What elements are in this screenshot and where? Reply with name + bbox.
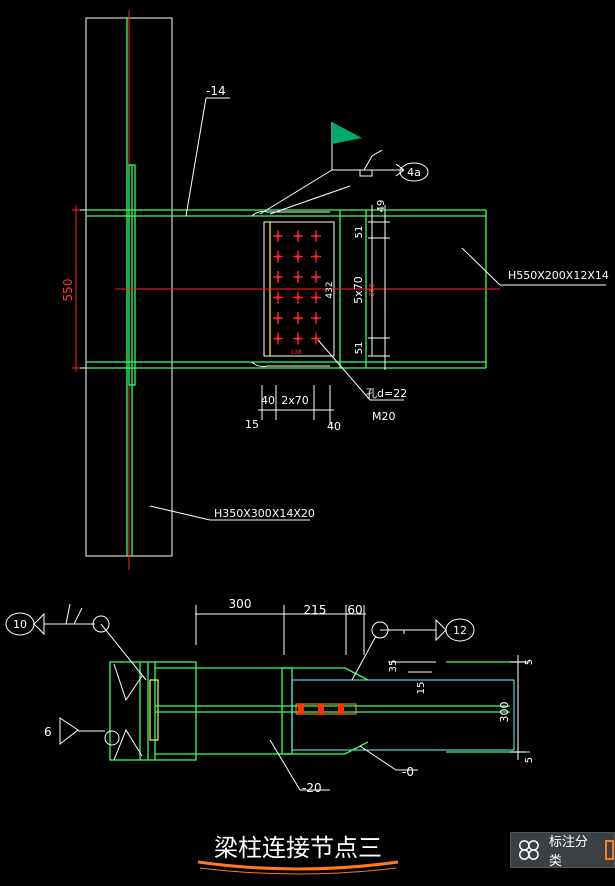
- leader-20: [269, 739, 301, 791]
- cope-bottom: [251, 361, 330, 367]
- weld-tail-side: [59, 717, 79, 746]
- weld-mark: [65, 603, 71, 625]
- inner-red-text: 350: [368, 283, 376, 296]
- weld-symbol: [363, 149, 383, 171]
- dim-432: 432: [325, 281, 335, 298]
- plan-stiffener: [281, 667, 293, 755]
- accent-swatch: [604, 840, 614, 860]
- plan-bolt: [298, 704, 304, 714]
- bolt-mark: [311, 230, 321, 242]
- weld-all-around-right: [371, 621, 389, 639]
- dim-15: 15: [245, 418, 259, 431]
- weld-flag-icon: [332, 122, 362, 144]
- dim-51-bottom: 51: [354, 342, 365, 355]
- plan-view: 300 215 60 35 15 5 300 5 10 12 6: [5, 597, 535, 795]
- bolt-mark: [311, 250, 321, 263]
- plan-web-weld: [149, 679, 159, 741]
- column-stiffener: [128, 164, 136, 386]
- plan-dim-15: 15: [416, 682, 427, 695]
- bolt-mark: [273, 312, 283, 324]
- weld-all-around-side: [104, 730, 120, 746]
- bolt-mark: [293, 230, 303, 242]
- plan-dim-300-vertical: 300: [498, 702, 511, 723]
- weld-side-6: 6: [44, 725, 52, 739]
- plate-small-text: 138: [290, 349, 302, 356]
- bolt-mark: [273, 291, 283, 304]
- beam-label: H550X200X12X14: [508, 269, 609, 282]
- dim-5x70: 5x70: [352, 276, 365, 304]
- title-underline-thin: [199, 867, 397, 875]
- weld-tail-left: [33, 612, 45, 636]
- weld-callout-4a: 4a: [407, 166, 421, 179]
- bolt-mark: [293, 312, 303, 324]
- column-label: H350X300X14X20: [214, 507, 315, 520]
- bolt-mark: [311, 271, 321, 283]
- cope-top: [251, 211, 330, 217]
- dim-2x70: 2x70: [281, 394, 309, 407]
- bolt-mark: [311, 332, 321, 345]
- grid-icon: [519, 840, 539, 860]
- weld-triangle: [113, 663, 143, 702]
- weld-leader-2: [269, 185, 351, 215]
- bolt-mark: [293, 271, 303, 283]
- plan-dim-215: 215: [304, 603, 327, 617]
- weld-leader-right: [351, 635, 377, 681]
- weld-tail-right: [435, 618, 447, 642]
- plan-dim-60: 60: [347, 603, 362, 617]
- annotation-category-label: 标注分类: [548, 835, 588, 869]
- hole-note: 孔d=22: [366, 387, 407, 400]
- plan-bolt: [318, 704, 324, 714]
- bolt-mark: [293, 250, 303, 263]
- dim-40-right: 40: [327, 420, 341, 433]
- dim-40-left: 40: [261, 394, 275, 407]
- plan-bolt-row: [295, 703, 357, 715]
- plan-dim-5-top: 5: [524, 659, 535, 665]
- plan-dim-35: 35: [388, 660, 399, 673]
- leader-beam: [461, 247, 501, 286]
- bolt-mark: [273, 250, 283, 263]
- bolt-mark: [293, 291, 303, 304]
- bolt-note: M20: [372, 410, 396, 423]
- weld-callout-12: 12: [453, 624, 467, 637]
- weld-leader-left: [100, 623, 147, 681]
- plan-dim-300: 300: [229, 597, 252, 611]
- plan-bolt: [338, 704, 344, 714]
- plan-dim-5-bottom: 5: [524, 757, 535, 763]
- weld-leader: [259, 169, 333, 215]
- dim-51-top: 51: [354, 226, 365, 239]
- weld-callout-10: 10: [13, 618, 27, 631]
- leader-column: [149, 505, 211, 521]
- elevation-view: 550 49 51 5x70 51 432 350 138 40 2x70 15…: [61, 10, 609, 570]
- bolt-mark: [311, 291, 321, 304]
- weld-mark: [73, 607, 83, 625]
- bolt-mark: [273, 271, 283, 283]
- weld-callout-circle: [399, 162, 429, 182]
- bolt-mark: [273, 332, 283, 345]
- bolt-grid: [273, 230, 321, 345]
- weld-box: [359, 169, 373, 177]
- weld-triangle: [113, 728, 143, 761]
- plate-label-20: -20: [302, 781, 322, 795]
- plate-label-0: -0: [402, 765, 414, 779]
- cope: [344, 741, 369, 755]
- bolt-mark: [293, 332, 303, 345]
- cope: [344, 667, 369, 681]
- leader-0: [359, 745, 397, 771]
- weld-all-around: [92, 615, 110, 633]
- bolt-mark: [311, 312, 321, 324]
- plan-beam-end: [291, 679, 515, 751]
- dim-49: 49: [376, 200, 387, 213]
- title-underline: [197, 860, 399, 871]
- leader-bolt: [317, 339, 371, 401]
- bolt-mark: [273, 230, 283, 242]
- leader-plate-14: [185, 97, 207, 217]
- drawing-title: 梁柱连接节点三: [214, 834, 382, 862]
- plan-column: [109, 661, 197, 761]
- dim-550: 550: [61, 279, 75, 302]
- plate-label-14: -14: [206, 84, 226, 98]
- annotation-category-button[interactable]: 标注分类: [510, 832, 615, 869]
